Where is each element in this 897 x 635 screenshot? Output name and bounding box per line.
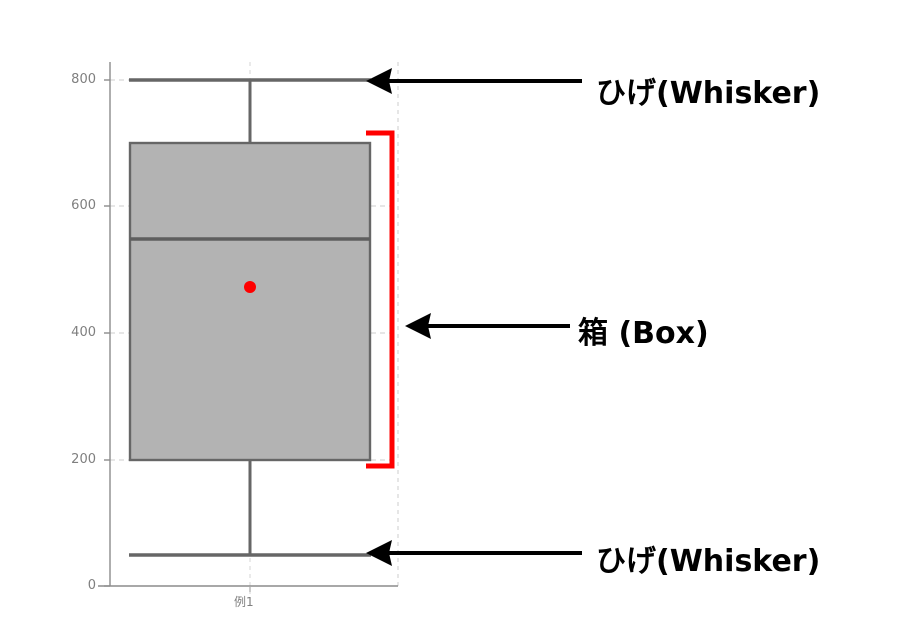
xtick-label-1: 例1 [234, 595, 254, 609]
ytick-label-600: 600 [71, 198, 96, 213]
ytick-label-800: 800 [71, 72, 96, 87]
annotation-arrow-box [405, 313, 570, 339]
box-rect [128, 141, 372, 462]
arrow-head-whisker-top [366, 68, 392, 94]
annotation-arrow-whisker-top [366, 68, 582, 94]
ytick-label-200: 200 [71, 452, 96, 467]
box-range-bracket [366, 130, 395, 469]
ytick-label-400: 400 [71, 325, 96, 340]
arrow-head-box [405, 313, 431, 339]
mean-marker-dot [244, 281, 256, 293]
y-axis-ticks [104, 79, 110, 587]
annotation-label-whisker-top: ひげ(Whisker) [596, 76, 821, 111]
annotation-label-box: 箱 (Box) [578, 316, 709, 351]
arrow-head-whisker-bottom [366, 540, 392, 566]
ytick-label-0: 0 [87, 578, 96, 593]
annotation-arrow-whisker-bottom [366, 540, 582, 566]
annotation-label-whisker-bottom: ひげ(Whisker) [596, 544, 821, 579]
